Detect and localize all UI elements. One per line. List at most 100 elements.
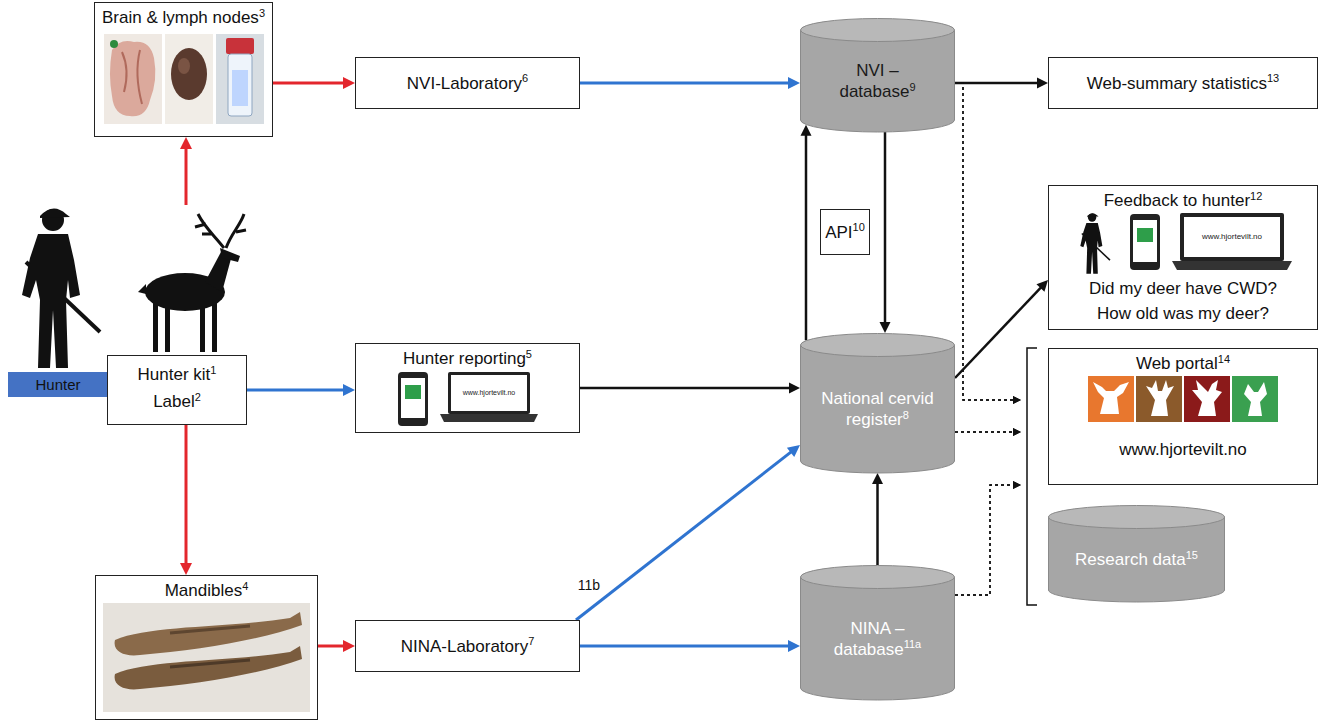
lymph-node-photo [171,48,207,100]
phone-icon [401,378,425,418]
connector [880,132,891,333]
screen-text: www.hjortevilt.no [1202,233,1262,242]
text-line: Mandibles4 [165,580,249,601]
connector-line [955,431,1015,432]
screen-text: www.hjortevilt.no [463,389,516,397]
cylinder-top [801,566,955,589]
hunter-figure [22,208,100,368]
node-label: API [825,223,852,242]
connector [580,640,800,652]
node-label: How old was my deer? [1097,304,1269,323]
phone-icon [1130,214,1160,270]
connector-line [805,132,808,340]
arrow-head [343,640,355,652]
arrow-head [1013,481,1021,489]
connector [247,384,355,396]
mandible-photo [115,612,302,655]
mandible-photo [170,660,250,667]
connector-line [318,645,347,648]
cylinder-top [801,334,955,357]
node-label: NVI-Laboratory [407,74,522,93]
brain-photo [110,41,155,116]
callout-number: 2 [195,391,201,403]
arrow-head [789,383,800,394]
text-row: NINA-Laboratory7 [401,636,535,657]
mandible-photo [170,626,250,633]
text-line: Feedback to hunter12 [1104,190,1263,211]
callout-number: 3 [259,7,265,19]
node-label: Label [153,392,195,411]
laptop-icon [1172,261,1292,270]
sample-vial-photo [228,54,252,116]
node-label: Web portal [1136,354,1218,373]
callout-number: 15 [1186,549,1198,561]
callout-number: 4 [242,580,248,592]
lymph-node-photo [165,34,213,124]
connector-line [955,83,1015,400]
arrow-head [880,322,891,333]
connector-line [185,425,188,567]
connector-line [955,431,1015,432]
node-label: NINA – database [834,619,905,659]
node-label: Feedback to hunter [1104,191,1250,210]
process-box: NVI-Laboratory6 [355,57,580,109]
connector-line [876,481,879,565]
text-area: NVI – database9 [800,42,955,120]
text-area: NINA – database11a [800,589,955,688]
node-label: Mandibles [165,581,243,600]
text-row: Did my deer have CWD? [1049,278,1317,299]
sample-vial-photo [216,34,264,124]
text-line: Research data15 [1075,549,1198,570]
portal-logo [1136,376,1182,422]
node-label: Hunter reporting [403,349,526,368]
connector [580,383,800,394]
reindeer-figure [220,248,240,262]
text-line: Did my deer have CWD? [1089,278,1277,299]
connector-line [185,145,188,205]
phone-icon [1133,220,1157,262]
connector [872,473,883,565]
text-area: Research data15 [1048,529,1225,590]
node-label: National cervid register [821,389,933,429]
sample-vial-photo [216,34,264,124]
kit-box: Hunter kit1Label2 [107,205,247,425]
text-row: NVI-Laboratory6 [407,73,528,94]
text-row: Research data15 [1075,549,1198,570]
text-line: www.hjortevilt.no [1119,439,1247,460]
callout-number: 1 [210,364,216,376]
text-area: NINA-Laboratory7 [356,621,579,671]
portal-logo [1093,382,1129,414]
callout-number: 12 [1250,190,1262,202]
connector [580,77,800,89]
sample-vial-photo [232,70,248,106]
arrow-head [788,640,800,652]
text-area: Hunter [8,372,108,397]
connector [955,428,1021,436]
callout-number: 10 [853,221,865,233]
text-line: Brain & lymph nodes3 [102,7,265,28]
connector-line [580,645,792,648]
process-box: Feedback to hunter12Did my deer have CWD… [1048,185,1318,330]
text-line: Label2 [153,391,201,412]
callout-number: 14 [1218,353,1230,365]
text-line: API10 [825,222,865,243]
phone-icon [398,372,428,426]
hunter-figure [1080,213,1110,274]
laptop-icon [451,375,527,411]
connector [955,83,1021,404]
portal-logo [1136,376,1182,422]
connector [955,78,1048,89]
text-line: How old was my deer? [1097,303,1269,324]
cylinder-body [1049,517,1225,602]
text-line: Web portal14 [1136,353,1230,374]
text-line: National cervid register8 [813,388,943,430]
reindeer-figure [153,300,158,352]
group-bracket [1027,348,1037,605]
edge-label: 11b [576,577,602,594]
connector-line [580,82,792,85]
text-line: Hunter [35,374,80,395]
connector [576,445,800,620]
arrow-head [788,77,800,89]
text-row: Brain & lymph nodes3 [95,7,272,28]
